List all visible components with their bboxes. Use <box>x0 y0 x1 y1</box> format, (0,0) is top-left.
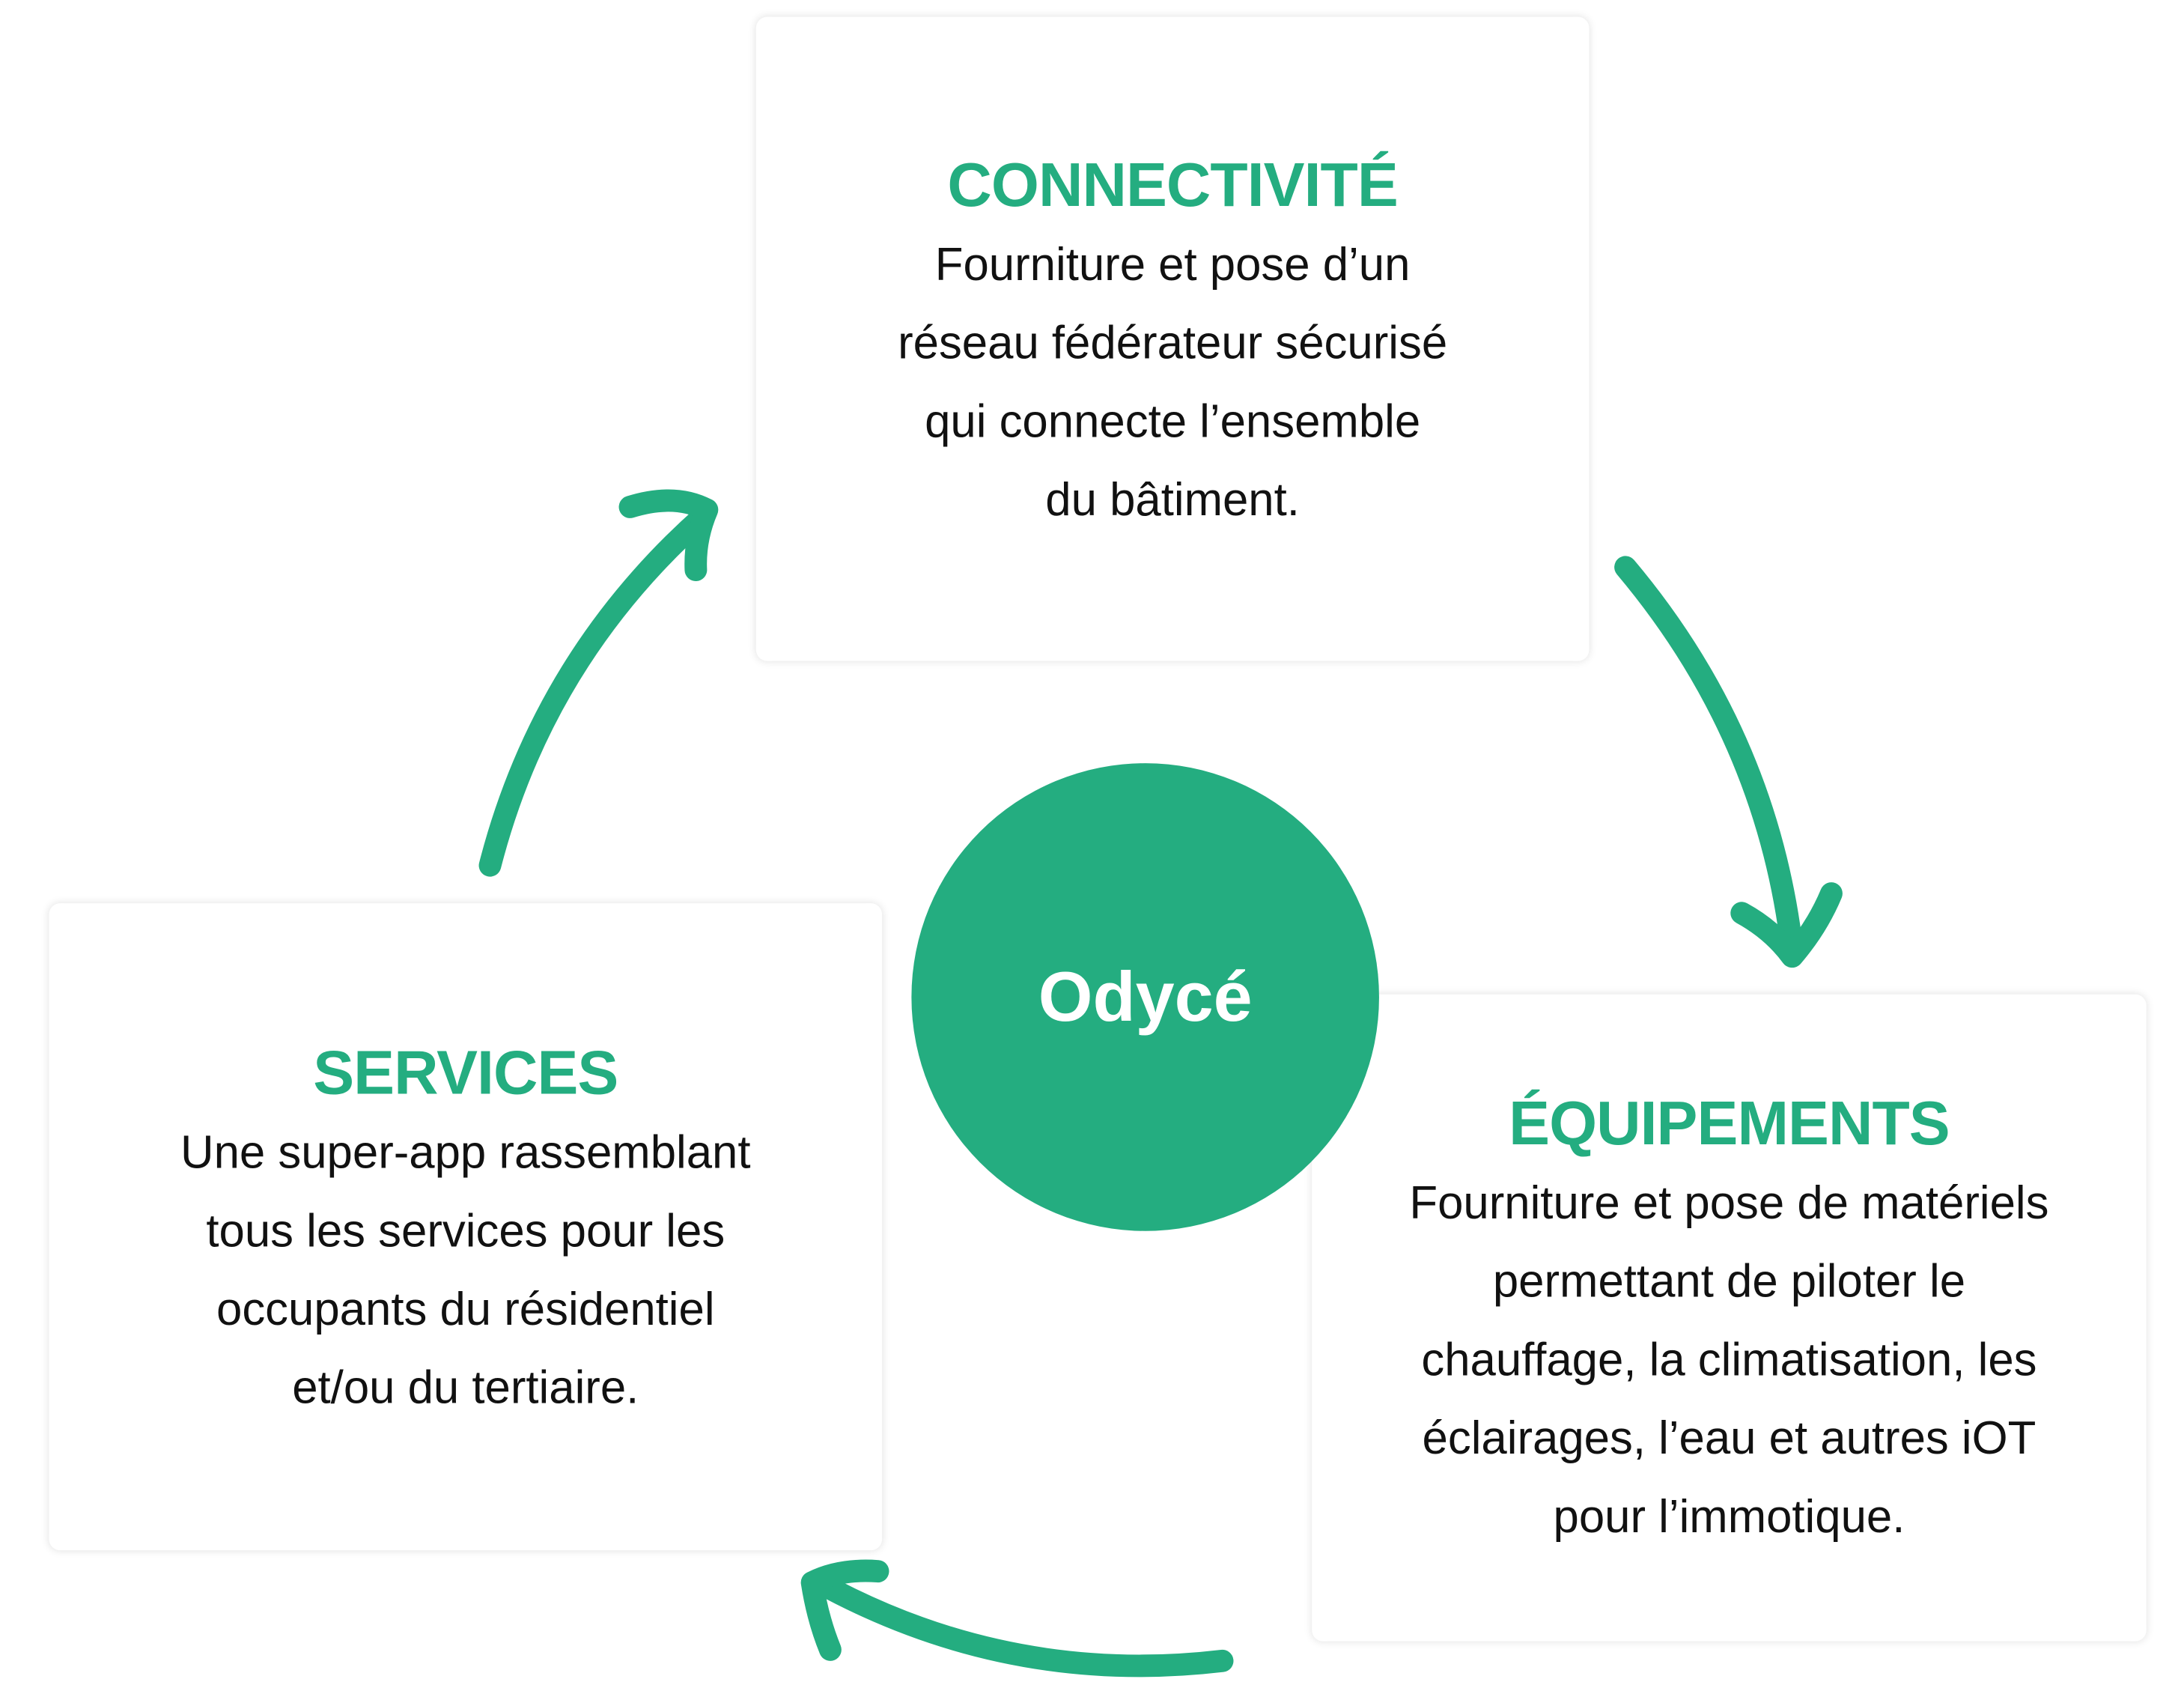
card-line: chauffage, la climatisation, les <box>1421 1333 2037 1385</box>
card-line: tous les services pour les <box>206 1204 726 1257</box>
arrow-connectivite-to-equipements <box>1614 556 1843 968</box>
arrow-services-to-connectivite <box>478 489 719 877</box>
card-line: pour l’immotique. <box>1553 1490 1905 1542</box>
center-hub-circle: Odycé <box>911 763 1379 1231</box>
card-title: ÉQUIPEMENTS <box>1509 1089 1950 1159</box>
card-equipements: ÉQUIPEMENTS Fourniture et pose de matéri… <box>1312 994 2147 1642</box>
card-title: CONNECTIVITÉ <box>947 151 1398 220</box>
card-line: réseau fédérateur sécurisé <box>898 316 1448 368</box>
card-line: et/ou du tertiaire. <box>292 1361 639 1413</box>
card-line: Une super-app rassemblant <box>180 1126 751 1178</box>
arrow-equipements-to-services <box>800 1559 1234 1678</box>
card-line: éclairages, l’eau et autres iOT <box>1422 1411 2037 1464</box>
card-title: SERVICES <box>313 1039 618 1108</box>
card-line: occupants du résidentiel <box>216 1282 715 1335</box>
card-line: permettant de piloter le <box>1492 1254 1966 1307</box>
card-line: Fourniture et pose d’un <box>934 237 1411 291</box>
card-line: Fourniture et pose de matériels <box>1409 1176 2049 1228</box>
center-label: Odycé <box>1038 958 1253 1036</box>
card-line: du bâtiment. <box>1045 473 1300 526</box>
card-connectivite: CONNECTIVITÉ Fourniture et pose d’un rés… <box>755 16 1590 661</box>
card-line: qui connecte l’ensemble <box>925 395 1421 447</box>
card-services: SERVICES Une super-app rassemblant tous … <box>49 903 883 1551</box>
